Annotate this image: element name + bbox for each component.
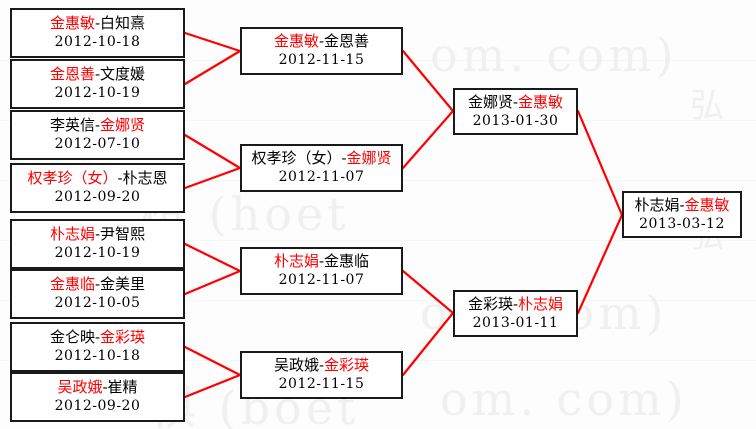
match-date: 2012-10-05 (54, 295, 141, 312)
connector-r2m4-to-sf2 (401, 311, 455, 377)
player-name-left: 金恩善 (49, 65, 95, 84)
player-name-left: 权孝珍（女） (27, 169, 118, 188)
match-players: 金惠临-金美里 (49, 275, 146, 294)
player-name-right: 文度媛 (100, 65, 146, 84)
match-date: 2012-11-15 (278, 376, 365, 393)
player-name-right: 白知熹 (100, 14, 146, 33)
match-players: 吴政娥-崔精 (57, 378, 138, 397)
match-players: 权孝珍（女）-朴志恩 (27, 169, 168, 188)
player-name-left: 吴政娥 (273, 356, 319, 375)
connector-r2m1-to-sf1 (401, 49, 455, 113)
match-players: 朴志娟-金惠临 (273, 252, 370, 271)
player-name-left: 权孝珍（女） (251, 149, 342, 168)
player-name-left: 吴政娥 (57, 378, 103, 397)
match-players: 朴志娟-尹智熙 (49, 225, 146, 244)
match-box-semifinal-1[interactable]: 金娜贤-金惠敏 2013-01-30 (453, 88, 578, 135)
player-name-left: 金惠敏 (273, 32, 319, 51)
watermark-text: om. com) (440, 372, 688, 426)
connector-r1m6-to-r2m3 (183, 269, 242, 296)
match-players: 金仑映-金彩瑛 (49, 328, 146, 347)
match-box-r1-3[interactable]: 李英信-金娜贤 2012-07-10 (10, 110, 185, 160)
connector-r1m4-to-r2m2 (183, 166, 242, 190)
match-box-r2-1[interactable]: 金惠敏-金恩善 2012-11-15 (240, 27, 403, 75)
connector-r1m3-to-r2m2 (183, 133, 242, 170)
match-box-r1-1[interactable]: 金惠敏-白知熹 2012-10-18 (10, 8, 185, 58)
player-name-left: 金彩瑛 (467, 294, 513, 313)
match-box-r2-4[interactable]: 吴政娥-金彩瑛 2012-11-15 (240, 351, 403, 399)
match-players: 李英信-金娜贤 (49, 116, 146, 135)
player-name-left: 朴志娟 (273, 252, 319, 271)
match-date: 2013-01-30 (472, 112, 559, 129)
connector-sf2-to-final (576, 213, 624, 315)
match-date: 2012-11-07 (278, 272, 365, 289)
match-date: 2013-01-11 (472, 314, 559, 331)
player-name-left: 金仑映 (49, 328, 95, 347)
match-players: 吴政娥-金彩瑛 (273, 356, 370, 375)
match-date: 2012-09-20 (54, 398, 141, 415)
player-name-right: 金娜贤 (100, 116, 146, 135)
player-name-left: 金惠临 (49, 275, 95, 294)
player-name-right: 朴志恩 (122, 169, 168, 188)
match-players: 金惠敏-白知熹 (49, 14, 146, 33)
match-date: 2012-07-10 (54, 136, 141, 153)
player-name-right: 金彩瑛 (100, 328, 146, 347)
match-box-r2-3[interactable]: 朴志娟-金惠临 2012-11-07 (240, 247, 403, 295)
connector-r2m2-to-sf1 (401, 109, 455, 170)
match-date: 2012-09-20 (54, 189, 141, 206)
player-name-right: 金娜贤 (346, 149, 392, 168)
watermark-text: 弘 (690, 86, 728, 126)
match-box-r1-6[interactable]: 金惠临-金美里 2012-10-05 (10, 269, 185, 319)
player-name-left: 李英信 (49, 116, 95, 135)
match-date: 2012-10-19 (54, 245, 141, 262)
connector-r1m2-to-r2m1 (183, 49, 242, 86)
match-box-r1-8[interactable]: 吴政娥-崔精 2012-09-20 (10, 372, 185, 422)
player-name-right: 金惠敏 (518, 92, 564, 111)
match-date: 2012-10-18 (54, 348, 141, 365)
match-box-r1-4[interactable]: 权孝珍（女）-朴志恩 2012-09-20 (10, 163, 185, 213)
match-date: 2012-11-15 (278, 52, 365, 69)
match-box-final[interactable]: 朴志娟-金惠敏 2013-03-12 (622, 191, 742, 238)
player-name-left: 朴志娟 (634, 195, 680, 214)
match-box-r1-7[interactable]: 金仑映-金彩瑛 2012-10-18 (10, 322, 185, 372)
match-box-r2-2[interactable]: 权孝珍（女）-金娜贤 2012-11-07 (240, 144, 403, 192)
connector-r2m3-to-sf2 (401, 269, 455, 315)
match-date: 2012-10-18 (54, 34, 141, 51)
match-players: 权孝珍（女）-金娜贤 (251, 149, 392, 168)
match-players: 金娜贤-金惠敏 (467, 92, 564, 111)
connector-r1m5-to-r2m3 (183, 242, 242, 273)
match-date: 2012-11-07 (278, 169, 365, 186)
player-name-right: 金彩瑛 (324, 356, 370, 375)
player-name-right: 尹智熙 (100, 225, 146, 244)
connector-r1m8-to-r2m4 (183, 373, 242, 399)
match-date: 2013-03-12 (639, 215, 725, 232)
player-name-left: 金娜贤 (467, 92, 513, 111)
player-name-right: 金美里 (100, 275, 146, 294)
player-name-right: 崔精 (107, 378, 138, 397)
watermark-text: om. com) (430, 28, 678, 82)
player-name-left: 金惠敏 (49, 14, 95, 33)
match-players: 朴志娟-金惠敏 (634, 195, 730, 214)
match-date: 2012-10-19 (54, 85, 141, 102)
match-players: 金彩瑛-朴志娟 (467, 294, 564, 313)
connector-sf1-to-final (576, 109, 624, 217)
match-players: 金恩善-文度媛 (49, 65, 146, 84)
player-name-right: 金惠临 (324, 252, 370, 271)
player-name-right: 金惠敏 (684, 195, 730, 214)
match-players: 金惠敏-金恩善 (273, 32, 370, 51)
player-name-right: 金恩善 (324, 32, 370, 51)
match-box-semifinal-2[interactable]: 金彩瑛-朴志娟 2013-01-11 (453, 290, 578, 337)
player-name-right: 朴志娟 (518, 294, 564, 313)
connector-r1m7-to-r2m4 (183, 345, 242, 377)
player-name-left: 朴志娟 (49, 225, 95, 244)
match-box-r1-2[interactable]: 金恩善-文度媛 2012-10-19 (10, 59, 185, 109)
connector-r1m1-to-r2m1 (183, 31, 242, 53)
match-box-r1-5[interactable]: 朴志娟-尹智熙 2012-10-19 (10, 219, 185, 269)
